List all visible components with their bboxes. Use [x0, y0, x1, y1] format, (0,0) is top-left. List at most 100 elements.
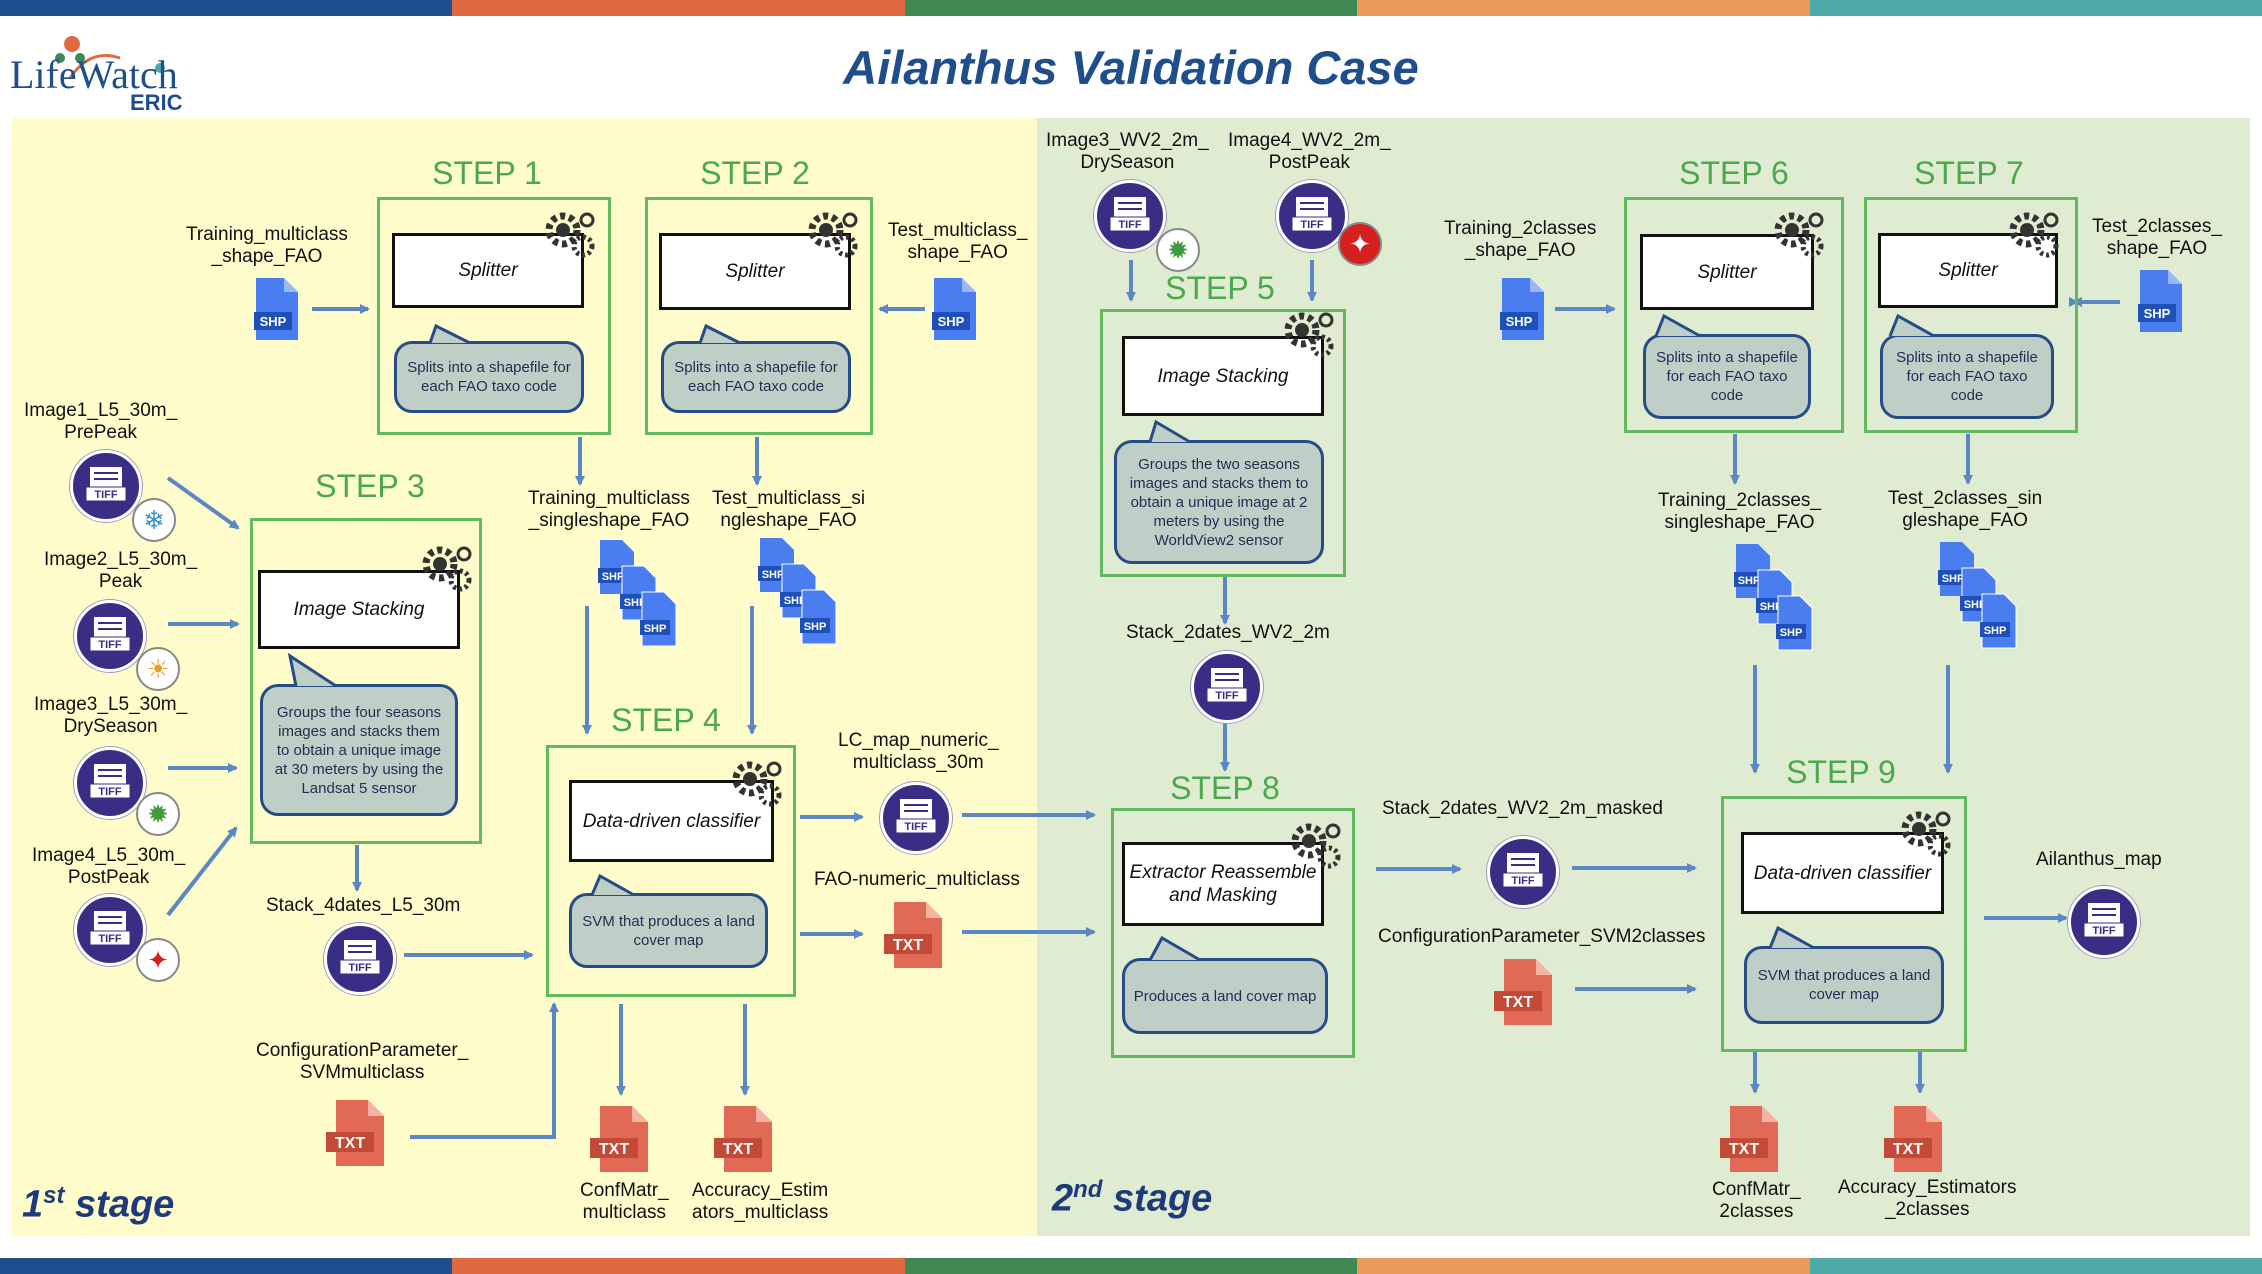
- step-3-note: Groups the four seasons images and stack…: [260, 684, 458, 816]
- green-sun-icon: ✹: [136, 792, 180, 836]
- snowflake-icon: ❄: [132, 498, 176, 542]
- svg-text:LifeWatch: LifeWatch: [10, 52, 178, 97]
- confmatr-2classes-label: ConfMatr_ 2classes: [1712, 1179, 1801, 1222]
- sun-icon: ☀: [136, 647, 180, 691]
- step-5-process: Image Stacking: [1122, 336, 1324, 416]
- step-7-title: STEP 7: [1914, 155, 2024, 191]
- svg-text:TXT: TXT: [893, 937, 923, 954]
- txt-file-icon[interactable]: TXT: [880, 900, 950, 975]
- svg-text:SHP: SHP: [1506, 314, 1533, 329]
- tiff-file-icon[interactable]: TIFF: [1191, 651, 1263, 723]
- training-2classes-shape-label: Training_2classes _shape_FAO: [1444, 218, 1597, 261]
- tiff-file-icon[interactable]: TIFF: [74, 747, 146, 819]
- svg-text:SHP: SHP: [1964, 599, 1987, 611]
- step-4-title: STEP 4: [611, 702, 721, 738]
- confmatr-multiclass-label: ConfMatr_ multiclass: [580, 1180, 669, 1223]
- gear-icon: [728, 757, 784, 818]
- svg-text:SHP: SHP: [762, 569, 785, 581]
- stack-masked-label: Stack_2dates_WV2_2m_masked: [1382, 798, 1663, 819]
- tiff-file-icon[interactable]: TIFF: [1276, 180, 1348, 252]
- tiff-file-icon[interactable]: TIFF: [1094, 180, 1166, 252]
- svg-text:SHP: SHP: [1780, 627, 1803, 639]
- svg-text:TIFF: TIFF: [94, 489, 117, 501]
- image4-wv2-label: Image4_WV2_2m_ PostPeak: [1228, 130, 1391, 173]
- svg-text:TXT: TXT: [1503, 994, 1533, 1011]
- txt-file-icon[interactable]: TXT: [1716, 1104, 1786, 1179]
- step-7-note: Splits into a shapefile for each FAO tax…: [1880, 334, 2054, 419]
- stack-2dates-label: Stack_2dates_WV2_2m: [1126, 622, 1330, 643]
- txt-file-icon[interactable]: TXT: [322, 1098, 392, 1173]
- step-8-box: [1111, 808, 1355, 1058]
- step-6-title: STEP 6: [1679, 155, 1789, 191]
- step-3-title: STEP 3: [315, 468, 425, 504]
- step-3-box: [250, 518, 482, 844]
- test-2classes-shape-label: Test_2classes_ shape_FAO: [2092, 216, 2222, 259]
- gear-icon: [541, 208, 597, 269]
- shp-file-icon[interactable]: SHP: [252, 276, 300, 347]
- step-9-title: STEP 9: [1786, 754, 1896, 790]
- lc-map-label: LC_map_numeric_ multiclass_30m: [838, 730, 999, 773]
- txt-file-icon[interactable]: TXT: [586, 1104, 656, 1179]
- shp-file-icon[interactable]: SHP: [930, 276, 978, 347]
- step-2-note: Splits into a shapefile for each FAO tax…: [661, 341, 851, 413]
- step-5-title: STEP 5: [1165, 270, 1275, 306]
- tiff-file-icon[interactable]: TIFF: [1487, 836, 1559, 908]
- fao-numeric-label: FAO-numeric_multiclass: [814, 869, 1020, 890]
- step-2-process: Splitter: [659, 233, 851, 310]
- gear-icon: [1280, 308, 1336, 369]
- svg-text:TIFF: TIFF: [1511, 875, 1534, 887]
- stage-2-label: 2nd stage: [1052, 1176, 1213, 1220]
- image2-label: Image2_L5_30m_ Peak: [44, 549, 198, 592]
- top-color-band: [0, 0, 2262, 16]
- test-multiclass-single-label: Test_multiclass_si ngleshape_FAO: [712, 488, 866, 531]
- step-5-note: Groups the two seasons images and stacks…: [1114, 440, 1324, 564]
- step-9-process: Data-driven classifier: [1741, 832, 1944, 914]
- txt-file-icon[interactable]: TXT: [1490, 957, 1560, 1032]
- accuracy-2classes-label: Accuracy_Estimators _2classes: [1838, 1177, 2017, 1220]
- step-9-box: [1721, 796, 1967, 1052]
- svg-text:SHP: SHP: [938, 314, 965, 329]
- svg-text:TIFF: TIFF: [1300, 219, 1323, 231]
- svg-text:TXT: TXT: [1893, 1141, 1923, 1158]
- test-2classes-single-label: Test_2classes_sin gleshape_FAO: [1888, 488, 2043, 531]
- tiff-file-icon[interactable]: TIFF: [70, 450, 142, 522]
- bottom-color-band: [0, 1258, 2262, 1274]
- step-1-note: Splits into a shapefile for each FAO tax…: [394, 341, 584, 413]
- tiff-file-icon[interactable]: TIFF: [74, 894, 146, 966]
- svg-text:TIFF: TIFF: [1215, 690, 1238, 702]
- tiff-file-icon[interactable]: TIFF: [880, 782, 952, 854]
- green-sun-icon: ✹: [1156, 228, 1200, 272]
- txt-file-icon[interactable]: TXT: [1880, 1104, 1950, 1179]
- svg-text:SHP: SHP: [624, 597, 647, 609]
- svg-text:TIFF: TIFF: [98, 786, 121, 798]
- shp-file-icon[interactable]: SHP: [2136, 268, 2184, 339]
- svg-text:TXT: TXT: [335, 1135, 365, 1152]
- step-8-title: STEP 8: [1170, 770, 1280, 806]
- step-6-note: Splits into a shapefile for each FAO tax…: [1643, 334, 1811, 419]
- image4-label: Image4_L5_30m_ PostPeak: [32, 845, 186, 888]
- step-1-box: [377, 197, 611, 435]
- image1-label: Image1_L5_30m_ PrePeak: [24, 400, 178, 443]
- tiff-file-icon[interactable]: TIFF: [2068, 886, 2140, 958]
- svg-text:TIFF: TIFF: [1118, 219, 1141, 231]
- step-9-note: SVM that produces a land cover map: [1744, 946, 1944, 1024]
- txt-file-icon[interactable]: TXT: [710, 1104, 780, 1179]
- step-5-box: [1100, 309, 1346, 577]
- config-svm-2classes-label: ConfigurationParameter_SVM2classes: [1378, 926, 1706, 947]
- svg-text:SHP: SHP: [1984, 625, 2007, 637]
- tiff-file-icon[interactable]: TIFF: [74, 600, 146, 672]
- gear-icon: [1770, 208, 1826, 269]
- shp-file-icon[interactable]: SHP: [1498, 276, 1546, 347]
- stack-4dates-label: Stack_4dates_L5_30m: [266, 895, 461, 916]
- gear-icon: [2005, 208, 2061, 269]
- step-1-process: Splitter: [392, 233, 584, 308]
- step-1-title: STEP 1: [432, 155, 542, 191]
- tiff-file-icon[interactable]: TIFF: [324, 923, 396, 995]
- maple-leaf-icon: ✦: [136, 938, 180, 982]
